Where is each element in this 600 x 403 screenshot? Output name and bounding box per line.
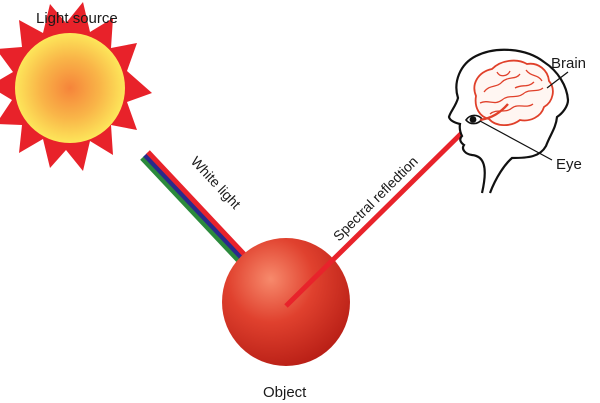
spectral-reflection-beam	[284, 119, 476, 308]
brain-leader-line	[546, 71, 569, 89]
object-sphere	[222, 238, 350, 366]
brain-label: Brain	[551, 55, 586, 72]
light-source-label: Light source	[36, 10, 118, 27]
sun-disc	[15, 33, 125, 143]
object-label: Object	[263, 384, 307, 401]
eye-leader-line	[479, 120, 553, 161]
eye-label: Eye	[556, 156, 582, 173]
sun-icon	[0, 2, 152, 171]
eye-icon	[465, 103, 509, 125]
spectral-reflection-label: Spectral refledtion	[330, 153, 421, 244]
brain-icon	[473, 59, 554, 127]
